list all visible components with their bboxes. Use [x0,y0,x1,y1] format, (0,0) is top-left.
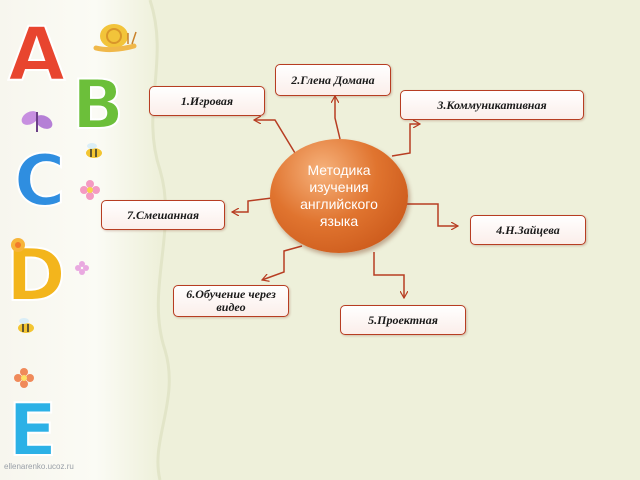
sun-flower-icon [11,238,25,252]
method-box-glena-domana: 2.Глена Домана [275,64,391,96]
connector-glena-domana [335,96,341,140]
letter-e-icon: E [7,387,58,473]
letter-e-glyph: E [8,388,57,472]
alphabet-decoration: A B C D E [5,11,137,473]
snail-icon [93,24,137,53]
method-box-zaitseva: 4.Н.Зайцева [470,215,586,245]
connector-igrovaya [254,120,299,159]
flower-icon [80,180,100,200]
method-box-proektnaya: 5.Проектная [340,305,466,335]
connector-zaitseva [406,203,458,226]
letter-c-glyph: C [14,140,65,222]
method-box-igrovaya: 1.Игровая [149,86,265,116]
connector-video [262,245,303,280]
method-box-smeshannaya: 7.Смешанная [101,200,225,230]
bee-icon [86,143,102,158]
method-box-kommunikativnaya: 3.Коммуникативная [400,90,584,120]
letter-b-icon: B [71,65,125,146]
bee-icon-2 [18,318,34,333]
connector-proektnaya [373,252,404,298]
butterfly-icon [21,111,53,132]
connector-smeshannaya [232,197,273,212]
watermark-text: ellenarenko.ucoz.ru [4,462,74,471]
center-node-methodology: Методика изучения английского языка [270,139,408,253]
method-box-video: 6.Обучение через видео [173,285,289,317]
decorative-strip [0,0,160,480]
small-flower-icon [75,261,89,275]
letter-a-icon: A [7,11,66,99]
letter-a-glyph: A [8,12,65,98]
flower-icon-2 [14,368,34,388]
connector-kommunikativnaya [391,124,420,157]
letter-b-glyph: B [72,66,124,145]
letter-c-icon: C [13,139,66,223]
